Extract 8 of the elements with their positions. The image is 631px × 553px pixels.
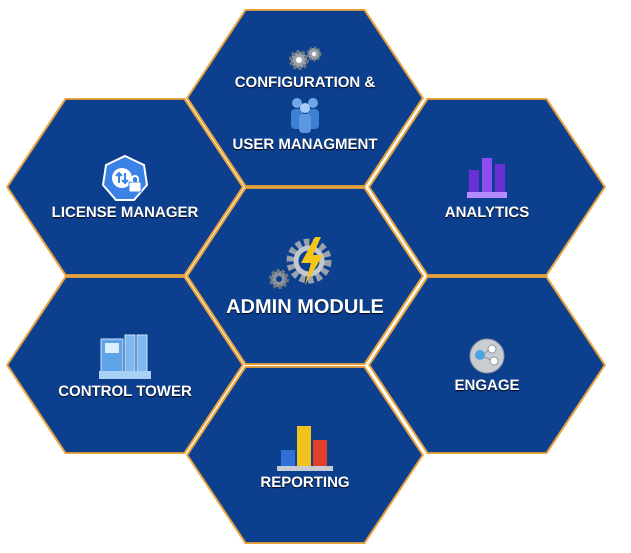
tile-label: LICENSE MANAGER <box>52 204 198 222</box>
tile-label: CONTROL TOWER <box>58 383 192 401</box>
tile-label: REPORTING <box>260 474 350 492</box>
tile-label: ANALYTICS <box>444 204 530 222</box>
tile-label: USER MANAGMENT <box>232 136 378 154</box>
tile-label: CONFIGURATION & <box>234 74 376 92</box>
tile-label: ADMIN MODULE <box>226 295 384 319</box>
tile-label: ENGAGE <box>454 377 520 395</box>
